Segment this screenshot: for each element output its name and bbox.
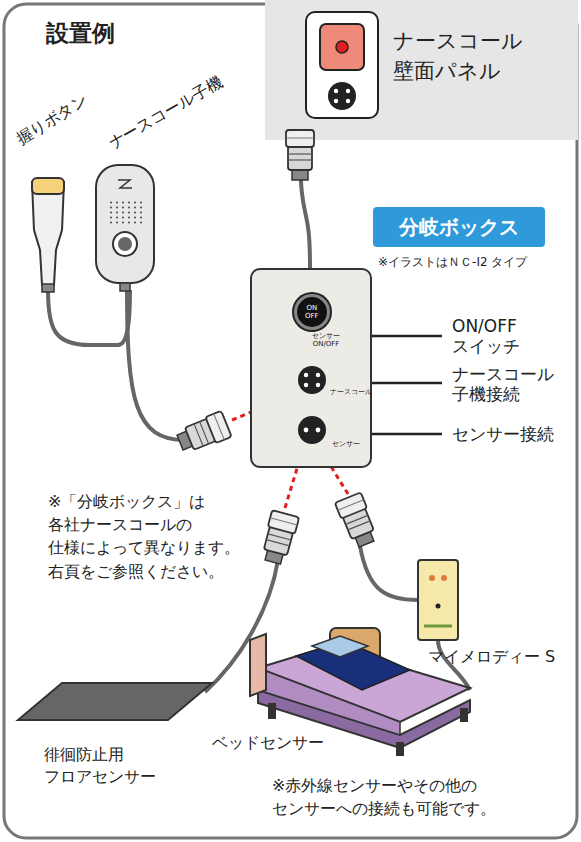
note: ※イラストはＮＣ-I2 タイプ	[378, 254, 527, 270]
wall-panel-area: ナースコール 壁面パネル	[265, 0, 578, 140]
grip-button	[32, 182, 64, 285]
part-label: センサー接続	[452, 423, 554, 446]
note: ※「分岐ボックス」は 各社ナースコールの 仕様によって異なります。 右頁をご参照…	[48, 490, 240, 583]
nurse-call-handset	[96, 165, 154, 283]
on-off-button: ON OFF	[294, 294, 330, 330]
panel-plug	[286, 130, 314, 180]
node-text: センサー ON/OFF	[312, 332, 340, 348]
my-melody-device	[418, 560, 458, 640]
panel-ground	[265, 0, 578, 140]
part-label: 徘徊防止用 フロアセンサー	[44, 744, 156, 787]
leader-line	[372, 382, 442, 385]
part-label: ベッドセンサー	[212, 732, 324, 754]
note: ※赤外線センサーやその他の センサーへの接続も可能です。	[272, 774, 496, 820]
leader-line	[372, 433, 442, 436]
title: 設置例	[46, 18, 115, 49]
node-text: 分岐ボックス	[399, 214, 519, 241]
grip-cable	[48, 290, 130, 345]
part-label: 握りボタン	[12, 89, 91, 150]
node-text: ナースコール 壁面パネル	[393, 26, 523, 87]
floor-sensor	[18, 683, 212, 720]
node-text: ナースコール	[330, 388, 372, 397]
branch-box: センサー ON/OFF ナースコールセンサー ON OFF	[250, 268, 372, 468]
part-label: ナースコール 子機接続	[452, 364, 554, 405]
node-text: センサー	[332, 440, 360, 449]
part-label: ON/OFF スイッチ	[452, 316, 520, 357]
handset-cable	[127, 290, 185, 440]
floor-plug	[259, 510, 299, 566]
bed-plug	[335, 492, 380, 549]
leader-line	[372, 335, 442, 338]
part-label: マイメロディー S	[428, 646, 555, 668]
title-badge: 分岐ボックス	[373, 207, 545, 247]
handset-plug	[175, 411, 232, 456]
panel-socket	[328, 82, 356, 110]
node-text: ON OFF	[305, 304, 319, 320]
call-lamp	[320, 24, 364, 70]
part-label: ナースコール子機	[105, 71, 227, 154]
wall-panel	[306, 12, 378, 118]
